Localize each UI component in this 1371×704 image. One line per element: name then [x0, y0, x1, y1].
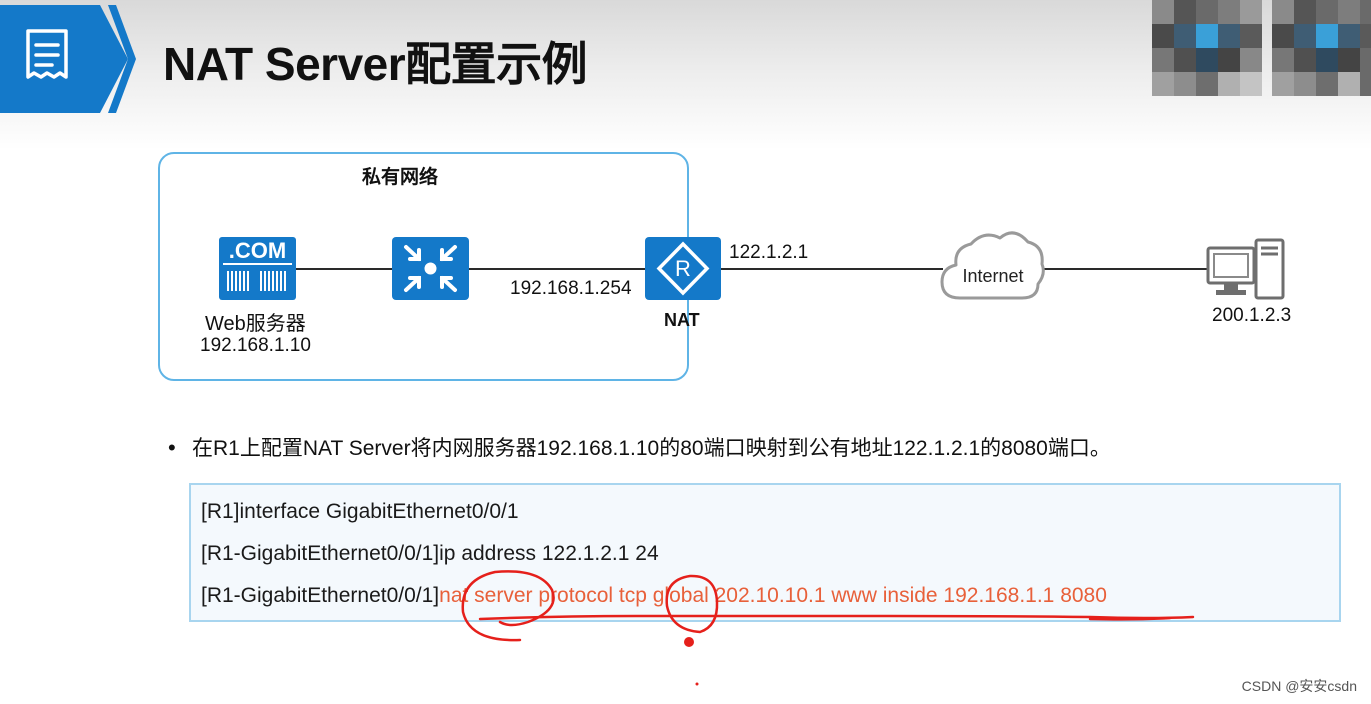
internet-cloud-icon: Internet	[938, 228, 1048, 304]
web-server-icon-text: .COM	[228, 238, 287, 263]
switch-icon	[392, 237, 469, 300]
bullet-text: 在R1上配置NAT Server将内网服务器192.168.1.10的80端口映…	[192, 437, 1111, 460]
config-line-2: [R1-GigabitEthernet0/0/1]ip address 122.…	[201, 542, 659, 565]
internet-label: Internet	[962, 266, 1024, 286]
video-thumbnail-right	[1272, 0, 1371, 96]
link-switch-router	[469, 268, 645, 270]
slide-logo	[0, 5, 140, 113]
web-server-ip: 192.168.1.10	[200, 335, 311, 356]
link-internet-pc	[1044, 268, 1208, 270]
pc-ip: 200.1.2.3	[1212, 305, 1292, 326]
config-code-box	[189, 483, 1341, 622]
header-band	[0, 0, 1371, 150]
router-icon: R	[645, 237, 721, 300]
bullet-dot: •	[168, 435, 176, 460]
pc-icon	[1206, 238, 1286, 300]
csdn-watermark: CSDN @安安csdn	[1241, 678, 1357, 694]
router-label: NAT	[664, 310, 700, 330]
router-icon-letter: R	[675, 256, 691, 281]
document-icon	[26, 29, 68, 79]
router-inside-ip: 192.168.1.254	[510, 278, 632, 299]
config-line-1: [R1]interface GigabitEthernet0/0/1	[201, 500, 519, 523]
config-line-3-prefix: [R1-GigabitEthernet0/0/1]	[201, 584, 440, 607]
config-line-3-command: nat server protocol tcp global 202.10.10…	[439, 584, 1107, 607]
config-line-3: [R1-GigabitEthernet0/0/1]nat server prot…	[201, 584, 1107, 608]
link-router-internet	[721, 268, 943, 270]
router-outside-ip: 122.1.2.1	[729, 242, 809, 263]
slide-title: NAT Server配置示例	[163, 38, 588, 90]
web-server-icon: .COM	[219, 237, 296, 300]
private-network-label: 私有网络	[362, 167, 439, 188]
link-server-switch	[296, 268, 392, 270]
video-thumbnail-left	[1152, 0, 1262, 96]
web-server-name: Web服务器	[205, 313, 306, 335]
bullet-point: • 在R1上配置NAT Server将内网服务器192.168.1.10的80端口…	[168, 432, 1111, 462]
